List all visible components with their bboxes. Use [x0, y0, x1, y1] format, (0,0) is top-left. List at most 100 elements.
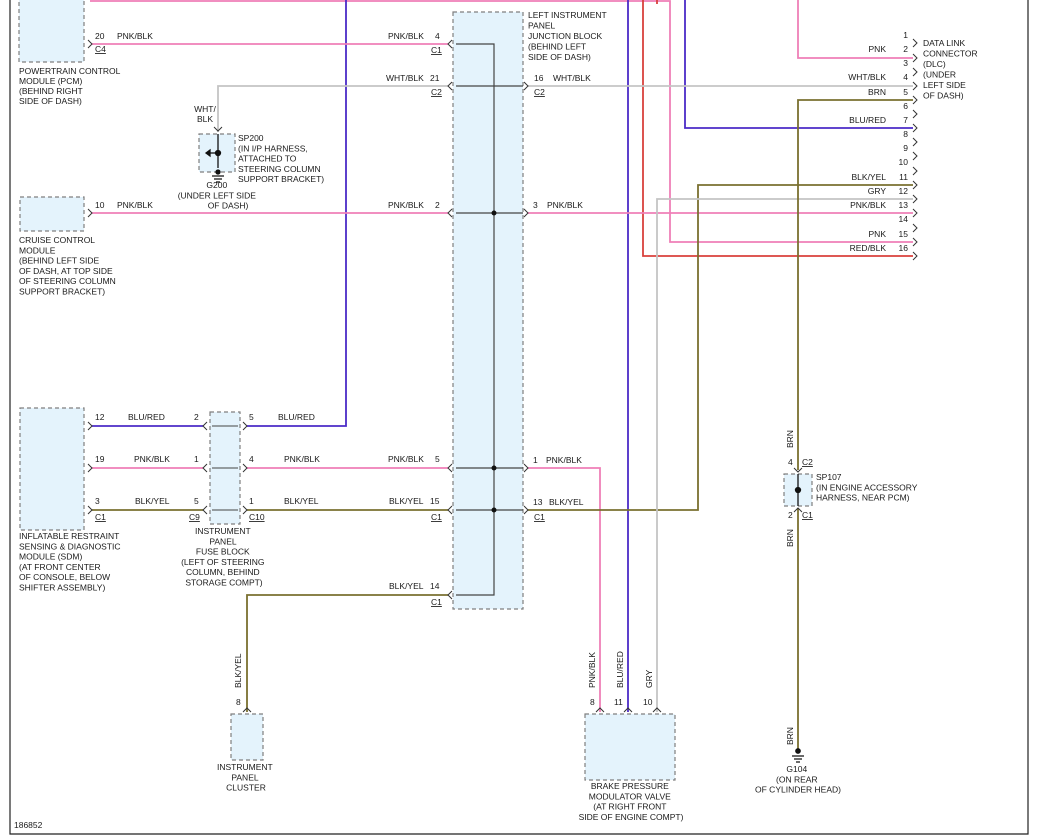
svg-text:PNK/BLK: PNK/BLK: [546, 455, 582, 465]
svg-text:PNK/BLK: PNK/BLK: [117, 31, 153, 41]
junction-block-label: LEFT INSTRUMENT PANEL JUNCTION BLOCK (BE…: [528, 10, 609, 62]
svg-text:PNK/BLK: PNK/BLK: [134, 454, 170, 464]
wire-blu-red-sdm: [247, 0, 347, 427]
svg-text:GRY: GRY: [644, 669, 654, 688]
svg-text:4: 4: [788, 457, 793, 467]
svg-text:7: 7: [903, 115, 908, 125]
wire-pnk-top-pcm: [90, 0, 913, 243]
connector-labels: C4 C1 C2 C2 C1 C9 C10 C1 C1 C1 C2 C1: [95, 44, 813, 607]
cluster-label: INSTRUMENT PANEL CLUSTER: [217, 762, 275, 793]
svg-text:BLK: BLK: [197, 114, 213, 124]
svg-text:PNK/BLK: PNK/BLK: [388, 454, 424, 464]
svg-text:BRN: BRN: [785, 430, 795, 448]
svg-text:C2: C2: [802, 457, 813, 467]
svg-text:11: 11: [614, 697, 623, 707]
svg-text:BLU/RED: BLU/RED: [849, 115, 886, 125]
svg-text:BLU/RED: BLU/RED: [128, 412, 165, 422]
wire-pnk-blk-bpmv: [528, 467, 601, 712]
wire-pnk-dlc-2: [797, 0, 913, 59]
svg-text:14: 14: [430, 581, 440, 591]
junction-bus: [456, 43, 523, 596]
svg-text:C1: C1: [431, 512, 442, 522]
svg-text:4: 4: [903, 72, 908, 82]
svg-text:WHT/BLK: WHT/BLK: [553, 73, 591, 83]
fuse-block-jumpers: [212, 425, 238, 511]
svg-text:2: 2: [435, 200, 440, 210]
svg-text:9: 9: [903, 143, 908, 153]
svg-text:4: 4: [435, 31, 440, 41]
svg-text:BLK/YEL: BLK/YEL: [284, 496, 319, 506]
svg-text:C4: C4: [95, 44, 106, 54]
svg-text:PNK/BLK: PNK/BLK: [850, 200, 886, 210]
svg-text:PNK/BLK: PNK/BLK: [388, 200, 424, 210]
svg-text:16: 16: [534, 73, 544, 83]
svg-text:PNK/BLK: PNK/BLK: [547, 200, 583, 210]
svg-text:C1: C1: [431, 597, 442, 607]
wire-labels: PNK/BLK PNK/BLK WHT/BLK WHT/BLK WHT/ BLK…: [117, 31, 886, 745]
svg-text:BRN: BRN: [785, 727, 795, 745]
svg-text:5: 5: [249, 412, 254, 422]
svg-text:C1: C1: [431, 45, 442, 55]
svg-text:15: 15: [899, 229, 909, 239]
svg-text:C2: C2: [431, 87, 442, 97]
svg-text:10: 10: [643, 697, 653, 707]
svg-text:8: 8: [236, 697, 241, 707]
svg-text:2: 2: [788, 510, 793, 520]
cluster-box: [230, 713, 264, 761]
bpmv-label: BRAKE PRESSURE MODULATOR VALVE (AT RIGHT…: [579, 781, 684, 822]
svg-text:15: 15: [430, 496, 440, 506]
svg-text:5: 5: [194, 496, 199, 506]
svg-text:4: 4: [249, 454, 254, 464]
junction-terminals: [447, 39, 529, 600]
figure-id: 186852: [14, 820, 43, 830]
svg-text:BLU/RED: BLU/RED: [278, 412, 315, 422]
terminal-arrows: [87, 39, 803, 713]
svg-text:10: 10: [95, 200, 105, 210]
svg-text:8: 8: [903, 129, 908, 139]
svg-text:BLK/YEL: BLK/YEL: [233, 653, 243, 688]
svg-text:BLK/YEL: BLK/YEL: [389, 581, 424, 591]
svg-text:14: 14: [899, 214, 909, 224]
svg-text:BLK/YEL: BLK/YEL: [852, 172, 887, 182]
pcm-label: POWERTRAIN CONTROL MODULE (PCM) (BEHIND …: [19, 66, 122, 106]
fuse-block-label: INSTRUMENT PANEL FUSE BLOCK (LEFT OF STE…: [181, 526, 267, 588]
svg-text:BRN: BRN: [868, 87, 886, 97]
junction-block-box: [452, 11, 524, 610]
svg-text:2: 2: [194, 412, 199, 422]
svg-text:BRN: BRN: [785, 529, 795, 547]
svg-text:5: 5: [903, 87, 908, 97]
svg-text:3: 3: [95, 496, 100, 506]
pin-numbers: 20 4 21 16 10 2 3 12 2 5 19 1 4 5 1 3 5 …: [95, 30, 908, 707]
g104-label: G104 (ON REAR OF CYLINDER HEAD): [755, 764, 841, 795]
svg-text:GRY: GRY: [868, 186, 887, 196]
wire-blk-yel-dlc-11: [528, 184, 913, 511]
sp107-splice: [794, 474, 802, 506]
svg-text:12: 12: [95, 412, 105, 422]
svg-text:5: 5: [435, 454, 440, 464]
svg-text:C10: C10: [249, 512, 265, 522]
diagram-frame: [9, 0, 1029, 835]
svg-text:2: 2: [903, 44, 908, 54]
pcm-box: [18, 0, 85, 63]
sp200-splice: [204, 134, 224, 183]
g200-label: G200 (UNDER LEFT SIDE OF DASH): [178, 180, 259, 211]
svg-text:C1: C1: [802, 510, 813, 520]
svg-text:BLK/YEL: BLK/YEL: [135, 496, 170, 506]
svg-text:RED/BLK: RED/BLK: [850, 243, 887, 253]
svg-text:BLK/YEL: BLK/YEL: [549, 497, 584, 507]
svg-text:BLU/RED: BLU/RED: [615, 651, 625, 688]
svg-text:10: 10: [899, 157, 909, 167]
svg-text:3: 3: [903, 58, 908, 68]
sp107-label: SP107 (IN ENGINE ACCESSORY HARNESS, NEAR…: [816, 472, 920, 503]
cruise-control-label: CRUISE CONTROL MODULE (BEHIND LEFT SIDE …: [19, 235, 118, 297]
svg-text:13: 13: [899, 200, 909, 210]
wire-wht-blk-sp200: [217, 85, 448, 132]
cruise-control-box: [19, 196, 85, 232]
wire-blu-red-dlc-8: [684, 0, 913, 129]
svg-text:PNK/BLK: PNK/BLK: [117, 200, 153, 210]
wire-brn-dlc: [797, 99, 913, 470]
svg-text:6: 6: [903, 101, 908, 111]
svg-text:WHT/BLK: WHT/BLK: [386, 73, 424, 83]
svg-text:BLK/YEL: BLK/YEL: [389, 496, 424, 506]
